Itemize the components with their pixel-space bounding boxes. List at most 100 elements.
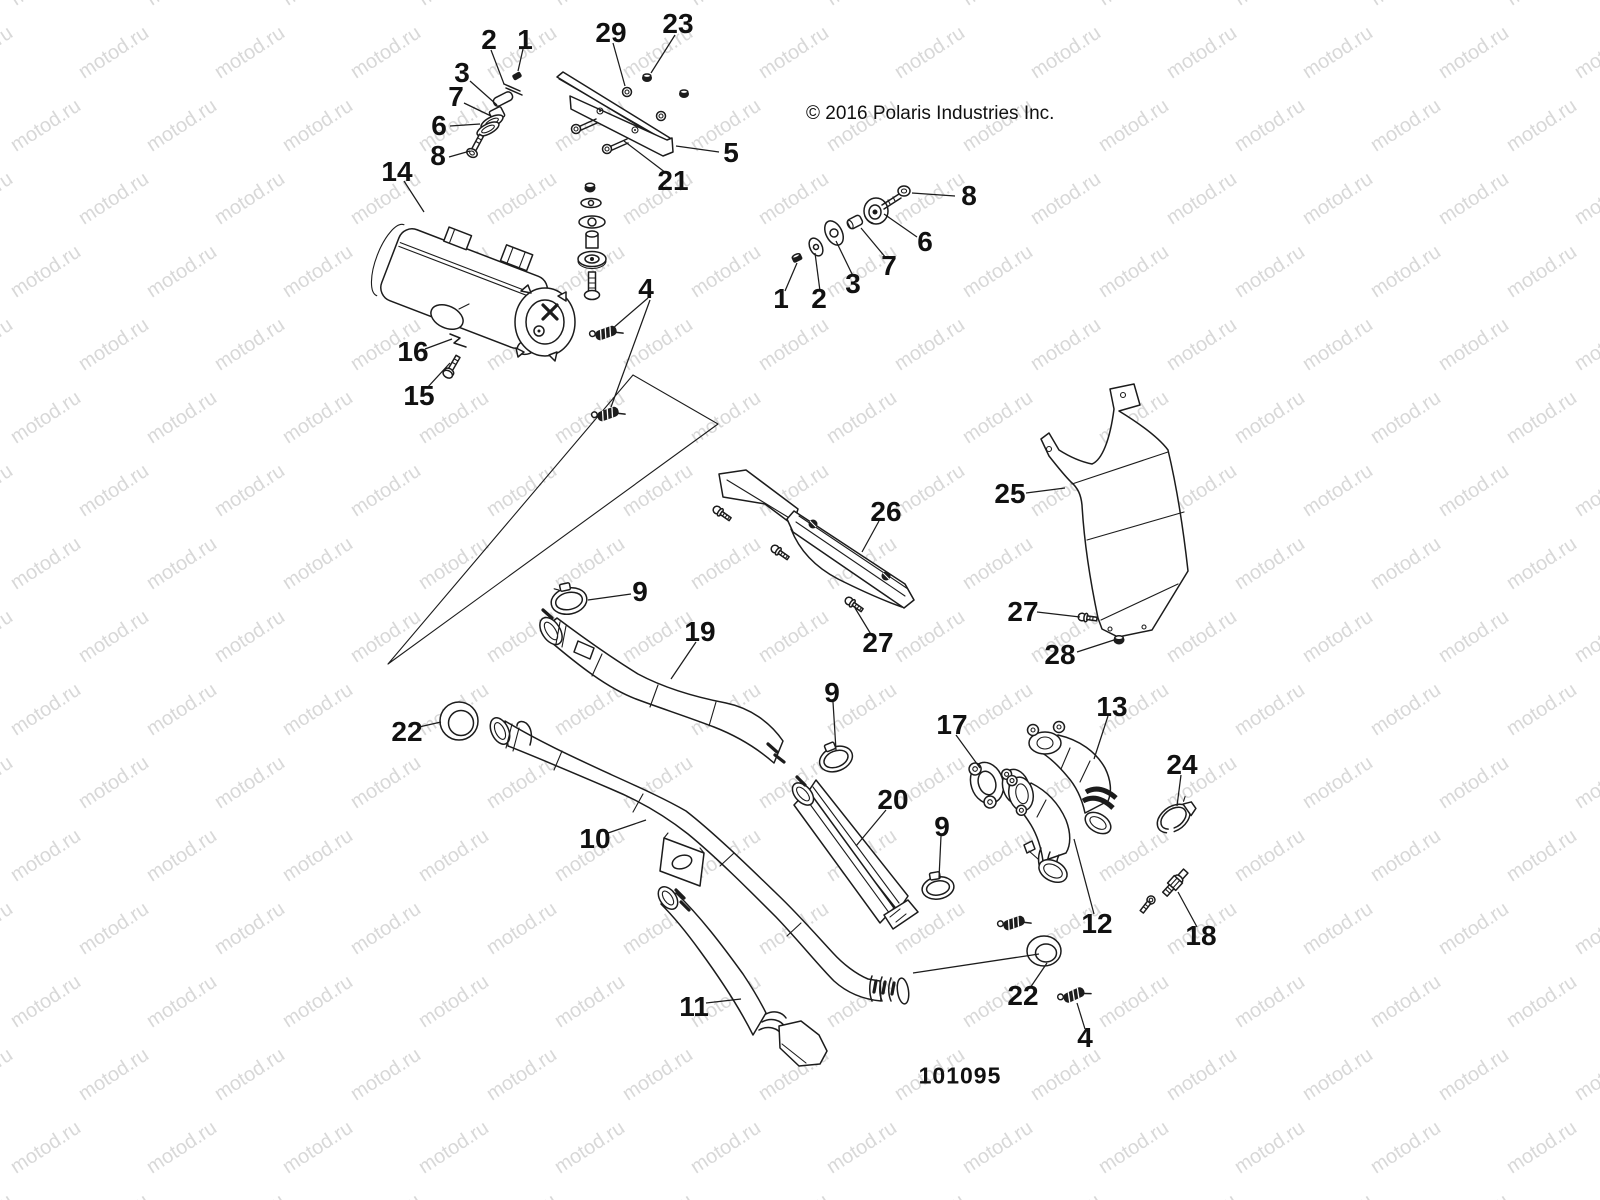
bracket-bolt-1 [570, 118, 598, 135]
callout-label-9: 9 [934, 811, 950, 842]
leader-line [607, 819, 647, 834]
support-bracket [556, 71, 689, 157]
leader-line [705, 998, 742, 1004]
leader-line [650, 34, 676, 74]
callout-label-26: 26 [870, 496, 902, 527]
callout-label-28: 28 [1044, 639, 1076, 670]
leader-line [912, 953, 1040, 974]
headpipe-upper [539, 608, 786, 764]
leader-line [623, 140, 667, 174]
shield-screw-1 [712, 505, 732, 522]
seal-ring-2 [1026, 935, 1062, 967]
callout-label-4: 4 [638, 273, 654, 304]
callout-label-1: 1 [517, 24, 533, 55]
callout-label-12: 12 [1081, 908, 1113, 939]
callout-label-2: 2 [811, 283, 827, 314]
leader-line [424, 338, 453, 350]
sensor [1161, 868, 1189, 897]
bracket-bolt-2 [601, 138, 629, 155]
callout-label-17: 17 [936, 709, 968, 740]
flange-nut [1113, 635, 1125, 645]
leader-line [611, 297, 649, 330]
leader-line [1073, 838, 1095, 915]
callout-label-7: 7 [448, 81, 464, 112]
leader-line [403, 180, 425, 213]
pipe-clamp-3 [921, 871, 955, 900]
diagram-id: 101095 [918, 1062, 1002, 1089]
callout-label-8: 8 [430, 140, 446, 171]
mount-hardware-right [791, 185, 911, 263]
leader-line [517, 48, 524, 72]
leader-line [490, 49, 505, 85]
leader-line [860, 227, 887, 259]
leader-line [448, 150, 471, 158]
callout-label-4: 4 [1077, 1022, 1093, 1053]
hanger-fastener-stack [577, 182, 607, 301]
callout-label-24: 24 [1166, 749, 1198, 780]
leader-line [938, 835, 942, 879]
leader-line [814, 252, 821, 292]
callout-label-23: 23 [662, 8, 694, 39]
callout-label-1: 1 [773, 283, 789, 314]
callout-label-2: 2 [481, 24, 497, 55]
leader-line [463, 102, 492, 117]
leader-line [449, 123, 481, 127]
heat-shield-rear [1040, 383, 1189, 638]
callout-label-9: 9 [632, 576, 648, 607]
muffler-hanger-boss [430, 303, 464, 331]
callout-label-8: 8 [961, 180, 977, 211]
callout-label-29: 29 [595, 17, 627, 48]
callout-label-3: 3 [454, 57, 470, 88]
mount-bolt-right [881, 185, 911, 210]
leader-line [1177, 891, 1198, 928]
shield-screw-2 [770, 544, 790, 561]
exhaust-gasket [968, 761, 1005, 809]
leader-lines [403, 34, 1198, 1030]
callout-label-15: 15 [403, 380, 435, 411]
leader-line [832, 701, 837, 751]
leader-line [854, 607, 873, 637]
leader-line [1029, 962, 1048, 989]
retainer-clip [449, 333, 467, 348]
leader-line [955, 734, 981, 769]
pointer-triangle [387, 374, 719, 665]
callout-label-10: 10 [579, 823, 611, 854]
leader-line [1176, 774, 1182, 807]
callout-label-6: 6 [431, 110, 447, 141]
outlet-pipe-rear [1026, 720, 1118, 835]
callout-label-20: 20 [877, 784, 909, 815]
leader-line [861, 520, 880, 553]
callout-label-25: 25 [994, 478, 1026, 509]
leader-line [426, 362, 451, 389]
callout-label-22: 22 [1007, 980, 1039, 1011]
callout-label-6: 6 [917, 226, 933, 257]
leader-line [1093, 715, 1109, 760]
leader-line [418, 721, 442, 728]
leader-line [835, 240, 854, 277]
callout-label-18: 18 [1185, 920, 1217, 951]
leader-line [612, 42, 626, 87]
leader-line [911, 192, 956, 197]
sensor-bolt [1139, 895, 1156, 914]
leader-line [610, 299, 651, 408]
callout-label-14: 14 [381, 156, 413, 187]
pipe-bracket [659, 832, 705, 887]
callout-label-19: 19 [684, 616, 716, 647]
pipe-clamp-1 [550, 582, 588, 616]
heat-shield-front [718, 469, 915, 609]
outlet-pipe-front [1006, 774, 1071, 884]
leader-line [1025, 487, 1066, 494]
callout-label-27: 27 [1007, 596, 1039, 627]
leader-line [670, 641, 697, 680]
leader-line [784, 262, 798, 292]
exhaust-springs [588, 325, 1092, 1003]
callout-label-22: 22 [391, 716, 423, 747]
callout-label-27: 27 [862, 627, 894, 658]
seal-ring-1 [439, 701, 479, 741]
leader-line [587, 593, 632, 601]
leader-line [1036, 611, 1081, 618]
pipe-clamp-2 [818, 741, 854, 773]
muffler [370, 223, 576, 362]
